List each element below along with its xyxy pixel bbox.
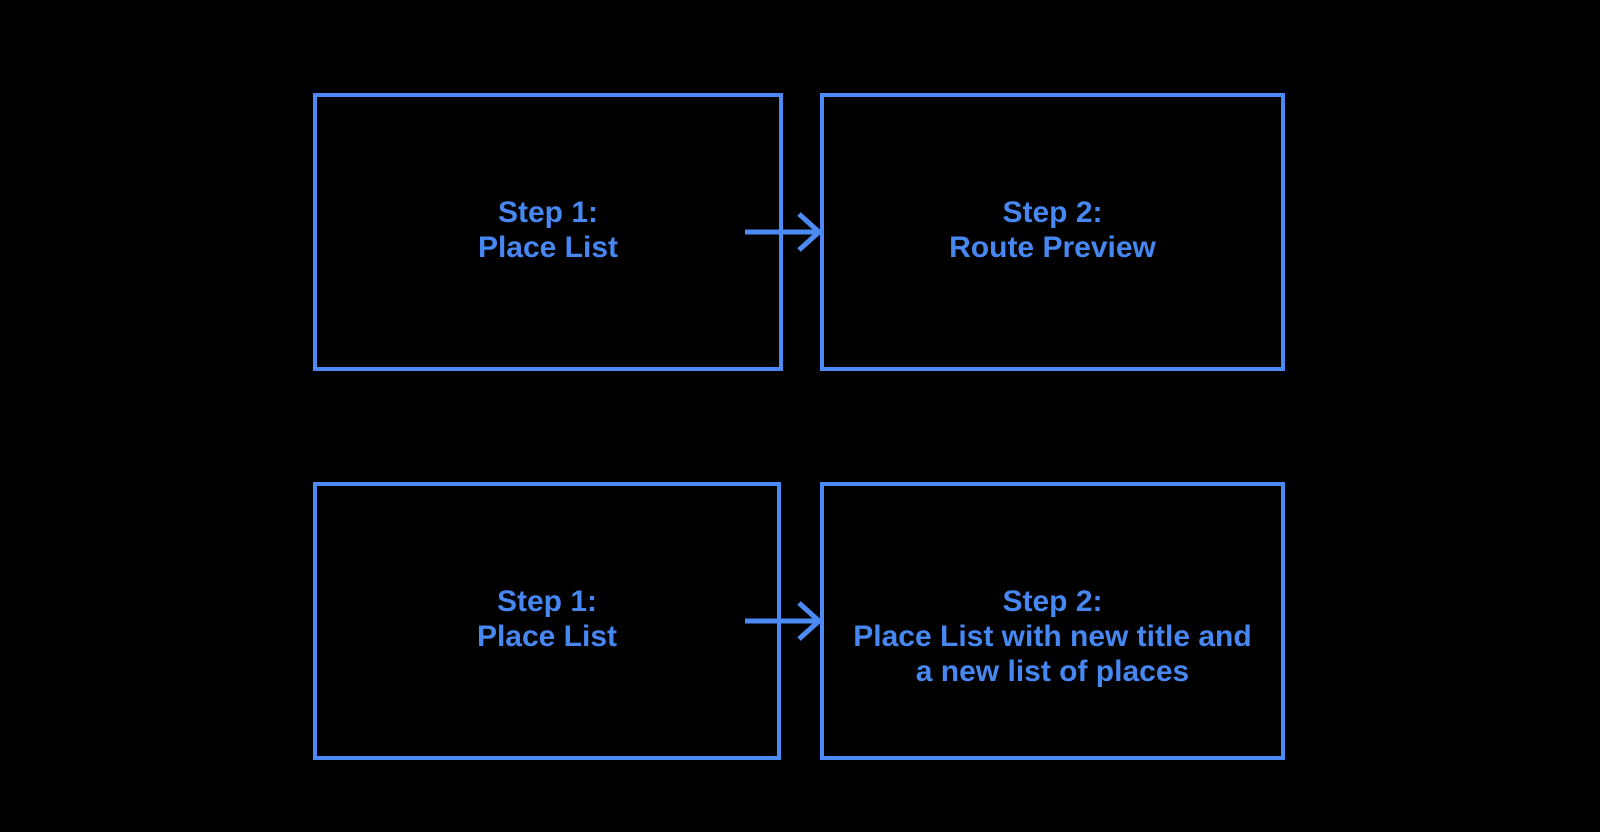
right-arrow-icon <box>745 601 823 641</box>
right-arrow-icon <box>745 212 823 252</box>
label-line: Step 2: <box>1002 196 1103 229</box>
label-line: Route Preview <box>949 231 1156 264</box>
label-line: Step 1: <box>497 196 599 229</box>
flow-node-label: Step 2: Place List with new title and a … <box>824 584 1281 689</box>
label-line: Step 2: <box>1002 585 1103 618</box>
flow-node-step2-route-preview: Step 2: Route Preview <box>820 93 1285 371</box>
flow-node-label: Step 2: Route Preview <box>824 195 1281 265</box>
flow-node-step1-place-list-row2: Step 1: Place List <box>313 482 781 760</box>
label-line: Step 1: <box>496 585 598 618</box>
flow-node-step2-place-list-new-title: Step 2: Place List with new title and a … <box>820 482 1285 760</box>
flow-node-label: Step 1: Place List <box>317 584 777 654</box>
flow-node-step1-place-list-row1: Step 1: Place List <box>313 93 783 371</box>
label-line: a new list of places <box>915 655 1190 688</box>
flow-node-label: Step 1: Place List <box>317 195 779 265</box>
label-line: Place List with new title and <box>853 620 1252 653</box>
label-line: Place List <box>476 620 618 653</box>
label-line: Place List <box>477 231 619 264</box>
